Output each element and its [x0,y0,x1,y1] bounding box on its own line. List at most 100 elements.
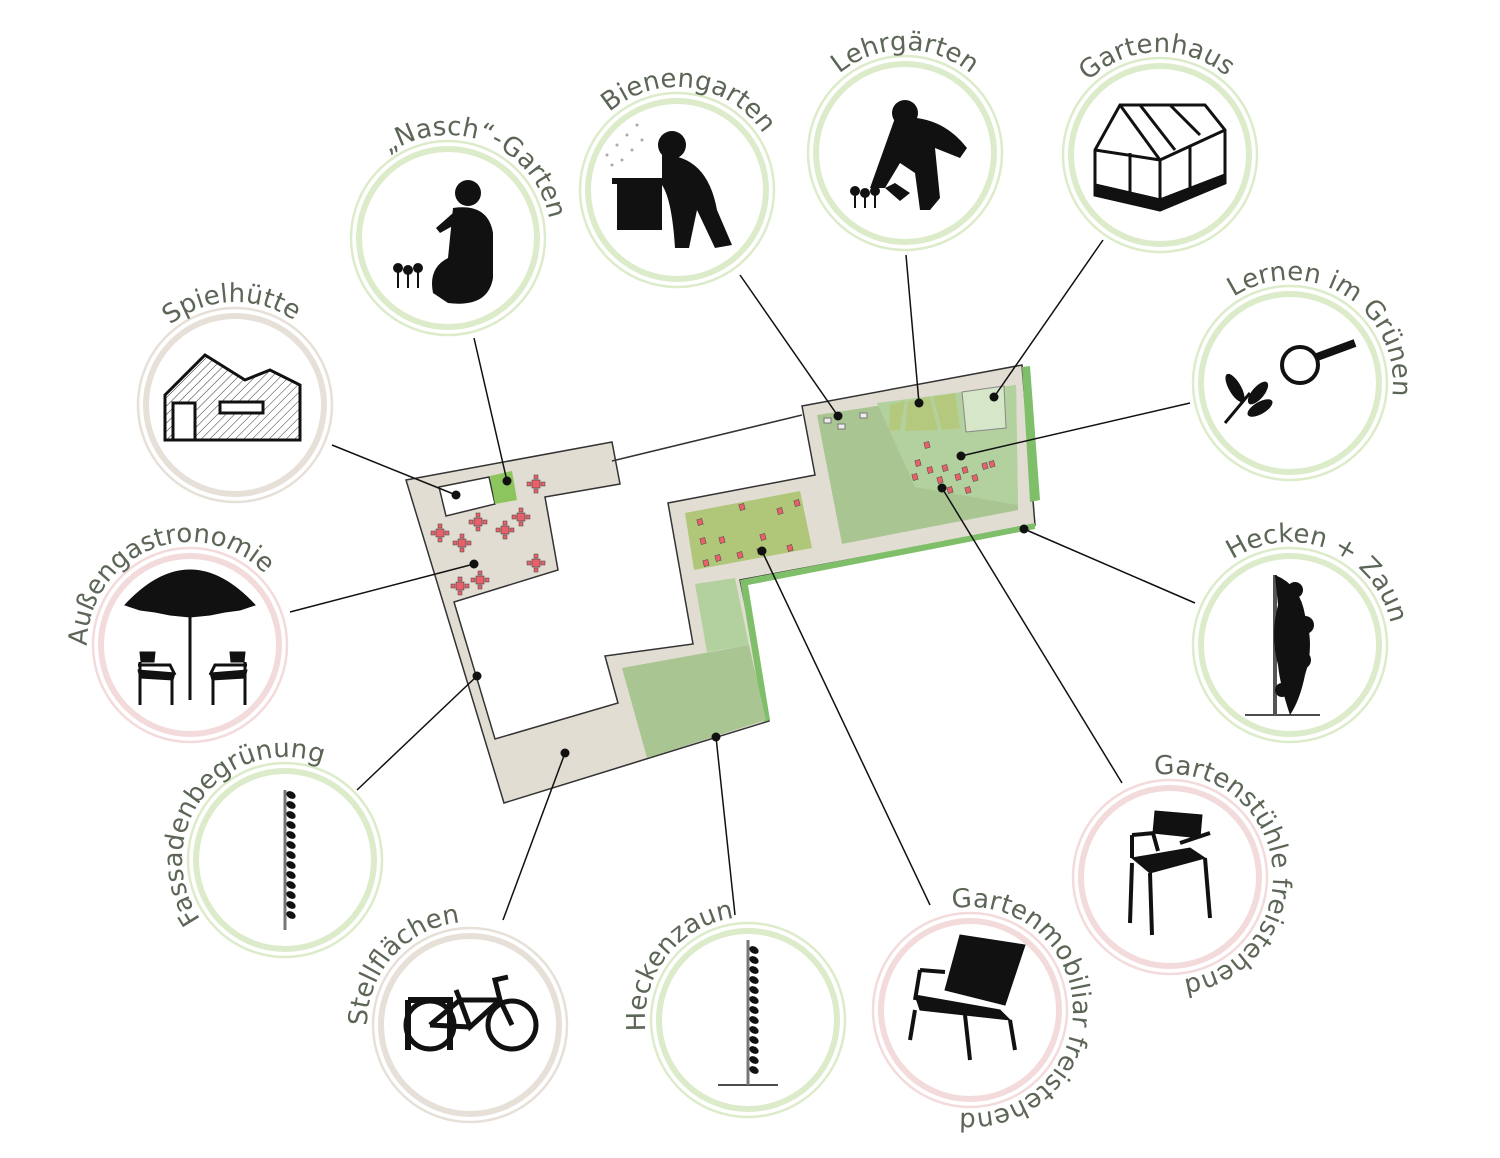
leaf [286,831,296,839]
station-circle-lernen [1191,284,1389,482]
lawn-bottom [622,645,766,758]
teaching-bed-2 [905,397,938,431]
location-marker [833,411,843,421]
leaf [749,1066,759,1074]
table-with-chairs [526,474,546,494]
table-with-chairs [450,576,470,596]
table [736,551,744,559]
leaf [286,801,296,809]
leaf [286,851,296,859]
location-marker [1019,524,1029,534]
table [718,536,726,544]
leader-line [960,402,1191,457]
table [971,474,979,482]
table-with-chairs [468,512,488,532]
person-kneeling-icon [393,180,493,304]
table [914,459,922,467]
table [954,473,962,481]
table [786,544,794,552]
leader-line [715,736,736,916]
leaf [749,1046,759,1054]
leader-line [502,752,566,921]
leader-line [761,550,931,906]
leaf [749,1016,759,1024]
location-marker [560,748,570,758]
leaf [286,861,296,869]
table [702,559,710,567]
chair-icon [1128,810,1212,936]
leaf [749,986,759,994]
leader-line [993,239,1104,398]
leader-line [356,675,478,791]
table [926,466,934,474]
table [793,499,801,507]
teaching-bed-3 [933,393,960,430]
table-with-chairs [430,523,450,543]
location-marker [711,732,721,742]
table [961,466,969,474]
greenhouse-icon [1093,103,1227,212]
garden-house-plot [961,385,1007,433]
table [981,462,989,470]
location-marker [989,392,999,402]
table-with-chairs [470,570,490,590]
leaf [749,1056,759,1064]
leader-line [1023,528,1196,604]
table [714,554,722,562]
table [759,533,767,541]
station-circle-gartenstuehle [1071,778,1269,976]
hut-icon [163,353,302,442]
table [738,503,746,511]
table [988,460,996,468]
hedge-strip-right [1022,366,1040,502]
leader-lines [289,239,1196,921]
table-with-chairs [495,520,515,540]
leaf [286,871,296,879]
leaf [286,821,296,829]
person-watering-icon [850,100,967,210]
leaf [286,811,296,819]
boundary-line [611,414,803,462]
location-marker [757,546,767,556]
station-icons [124,100,1357,1086]
table [964,486,972,494]
leader-line [905,254,920,404]
inner-ring [1078,785,1262,969]
leaf [749,1006,759,1014]
leaf [286,891,296,899]
leader-line [941,487,1123,784]
table [776,507,784,515]
location-marker [937,483,947,493]
table [923,441,931,449]
location-marker [956,451,966,461]
umbrella-chairs-icon [124,569,256,705]
leaf [749,976,759,984]
climbing-plant-icon [718,940,778,1086]
table [941,464,949,472]
beekeeper-icon [605,123,732,248]
table [699,537,707,545]
leaf [286,841,296,849]
station-circle-naschgarten [349,139,547,337]
leaf [286,911,296,919]
leaf [286,791,296,799]
lounge-chair-icon [908,934,1026,1061]
site-plan [405,364,1040,804]
lawn-strip [695,578,749,652]
leaf [749,956,759,964]
table-with-chairs [452,533,472,553]
table-with-chairs [526,553,546,573]
leaf [749,946,759,954]
leader-line [473,337,508,482]
leader-line [331,444,457,496]
location-marker [502,476,512,486]
table [911,473,919,481]
leader-line [739,274,839,417]
location-marker [472,671,482,681]
bicycle-icon [403,974,539,1052]
leaf [749,1036,759,1044]
magnifier-dragonfly-icon [1223,339,1357,424]
leaf [286,901,296,909]
